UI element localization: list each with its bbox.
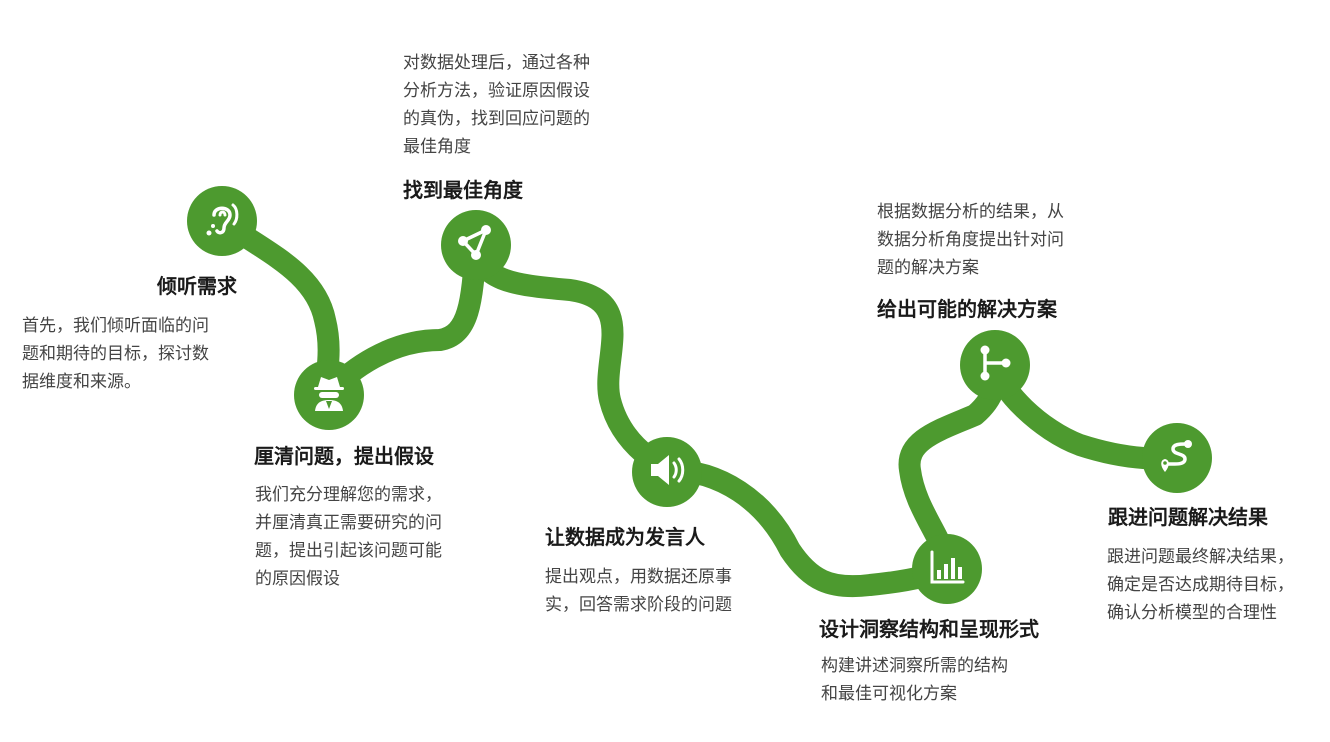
- step-3-description: 对数据处理后，通过各种 分析方法，验证原因假设 的真伪，找到回应问题的 最佳角度: [403, 53, 590, 157]
- step-7-node: [1142, 423, 1212, 493]
- step-1-description: 首先，我们倾听面临的问 题和期待的目标，探讨数 据维度和来源。: [22, 316, 209, 392]
- step-5-description: 构建讲述洞察所需的结构 和最佳可视化方案: [821, 656, 1008, 704]
- bar-chart-icon: [925, 545, 969, 593]
- step-2-title: 厘清问题，提出假设: [254, 444, 434, 468]
- step-2-description: 我们充分理解您的需求， 并厘清真正需要研究的问 题，提出引起该问题可能 的原因假…: [255, 485, 442, 589]
- step-4-title: 让数据成为发言人: [545, 525, 705, 549]
- step-7-description: 跟进问题最终解决结果， 确定是否达成期待目标， 确认分析模型的合理性: [1107, 547, 1294, 623]
- step-5-node: [912, 534, 982, 604]
- step-6-title: 给出可能的解决方案: [877, 297, 1057, 321]
- triangle-nodes-icon: [454, 221, 498, 269]
- step-1-node: [187, 186, 257, 256]
- step-3-node: [441, 210, 511, 280]
- route-icon: [1155, 434, 1199, 482]
- speaker-icon: [645, 448, 689, 496]
- step-6-node: [960, 330, 1030, 400]
- detective-icon: [307, 371, 351, 419]
- step-5-title: 设计洞察结构和呈现形式: [819, 617, 1039, 641]
- listening-ear-icon: [200, 197, 244, 245]
- branch-icon: [973, 341, 1017, 389]
- step-6-description: 根据数据分析的结果，从 数据分析角度提出针对问 题的解决方案: [877, 202, 1064, 278]
- step-7-title: 跟进问题解决结果: [1108, 505, 1268, 529]
- step-1-title: 倾听需求: [157, 274, 237, 298]
- step-2-node: [294, 360, 364, 430]
- step-3-title: 找到最佳角度: [403, 178, 523, 202]
- step-4-node: [632, 437, 702, 507]
- step-4-description: 提出观点，用数据还原事 实，回答需求阶段的问题: [545, 567, 732, 615]
